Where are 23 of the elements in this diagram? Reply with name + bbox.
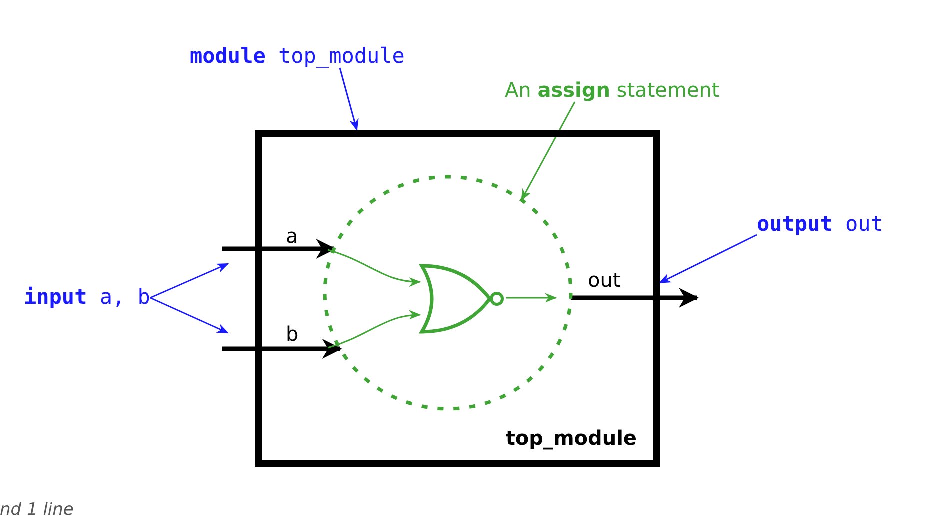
arrow xyxy=(506,293,558,303)
wire-arrow xyxy=(222,239,336,259)
wire-arrow xyxy=(222,339,342,359)
arrow xyxy=(328,249,422,287)
module-box xyxy=(255,130,660,467)
code-label: output out xyxy=(757,212,884,236)
code-label: module top_module xyxy=(190,44,405,68)
wire-label: b xyxy=(286,322,299,346)
wire-label: a xyxy=(286,224,298,248)
module-name: top_module xyxy=(506,426,637,450)
arrow xyxy=(521,102,576,202)
arrow xyxy=(150,263,230,299)
arrow xyxy=(150,297,230,334)
wire-label: out xyxy=(588,268,621,292)
caption-text: nd 1 line xyxy=(0,500,74,520)
arrow xyxy=(339,68,359,132)
arrow xyxy=(658,234,758,284)
nor-gate-symbol xyxy=(420,263,506,335)
wire-arrow xyxy=(570,288,699,308)
code-label: input a, b xyxy=(24,285,150,309)
callout-text: An assign statement xyxy=(505,78,720,102)
dashed-circle xyxy=(323,175,573,411)
arrow xyxy=(328,310,422,349)
